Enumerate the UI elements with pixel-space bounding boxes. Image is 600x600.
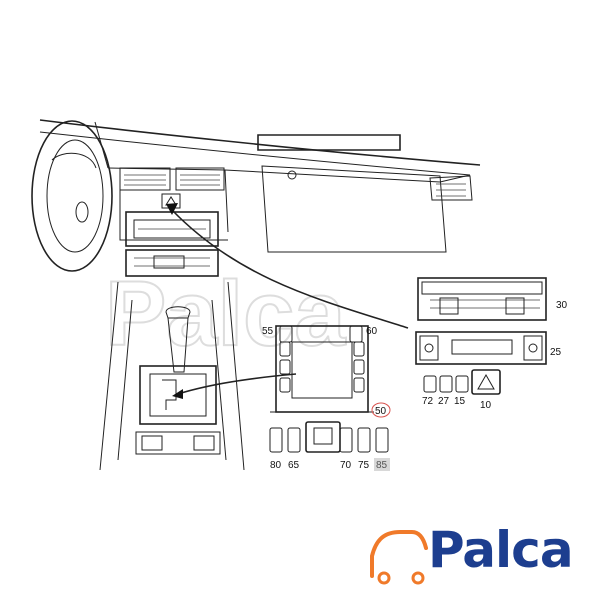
switch-85 bbox=[375, 427, 389, 453]
arrow-to-switch-panel bbox=[166, 203, 409, 329]
hazard-switch-10 bbox=[471, 369, 501, 395]
label-55: 55 bbox=[262, 326, 274, 337]
label-30: 30 bbox=[556, 300, 568, 311]
switch-75 bbox=[357, 427, 371, 453]
label-60: 60 bbox=[366, 326, 378, 337]
watermark-text: Palca bbox=[105, 263, 346, 365]
shifter-switch-panel-50 bbox=[270, 325, 374, 413]
arrow-to-shifter-panel bbox=[172, 373, 297, 399]
switch-70 bbox=[339, 427, 353, 453]
switch-27 bbox=[439, 375, 453, 393]
label-25: 25 bbox=[550, 347, 562, 358]
switch-panel-30 bbox=[417, 277, 547, 321]
label-80: 80 bbox=[270, 460, 282, 471]
label-65: 65 bbox=[288, 460, 300, 471]
switch-80 bbox=[269, 427, 283, 453]
switch-60 bbox=[349, 325, 363, 343]
label-72: 72 bbox=[422, 396, 434, 407]
label-10: 10 bbox=[480, 400, 492, 411]
switch-72 bbox=[423, 375, 437, 393]
car-logo-icon bbox=[370, 530, 428, 585]
label-50-highlight bbox=[371, 402, 391, 418]
switch-65 bbox=[287, 427, 301, 453]
label-70: 70 bbox=[340, 460, 352, 471]
switch-panel-25 bbox=[415, 331, 547, 365]
label-85: 85 bbox=[376, 460, 388, 471]
switch-15 bbox=[455, 375, 469, 393]
center-switch bbox=[305, 421, 341, 453]
label-75: 75 bbox=[358, 460, 370, 471]
brand-logo-text: Palca bbox=[428, 521, 574, 579]
label-50: 50 bbox=[375, 406, 387, 417]
label-85-highlight bbox=[374, 458, 390, 471]
switch-55 bbox=[279, 325, 293, 343]
label-27: 27 bbox=[438, 396, 450, 407]
label-15: 15 bbox=[454, 396, 466, 407]
